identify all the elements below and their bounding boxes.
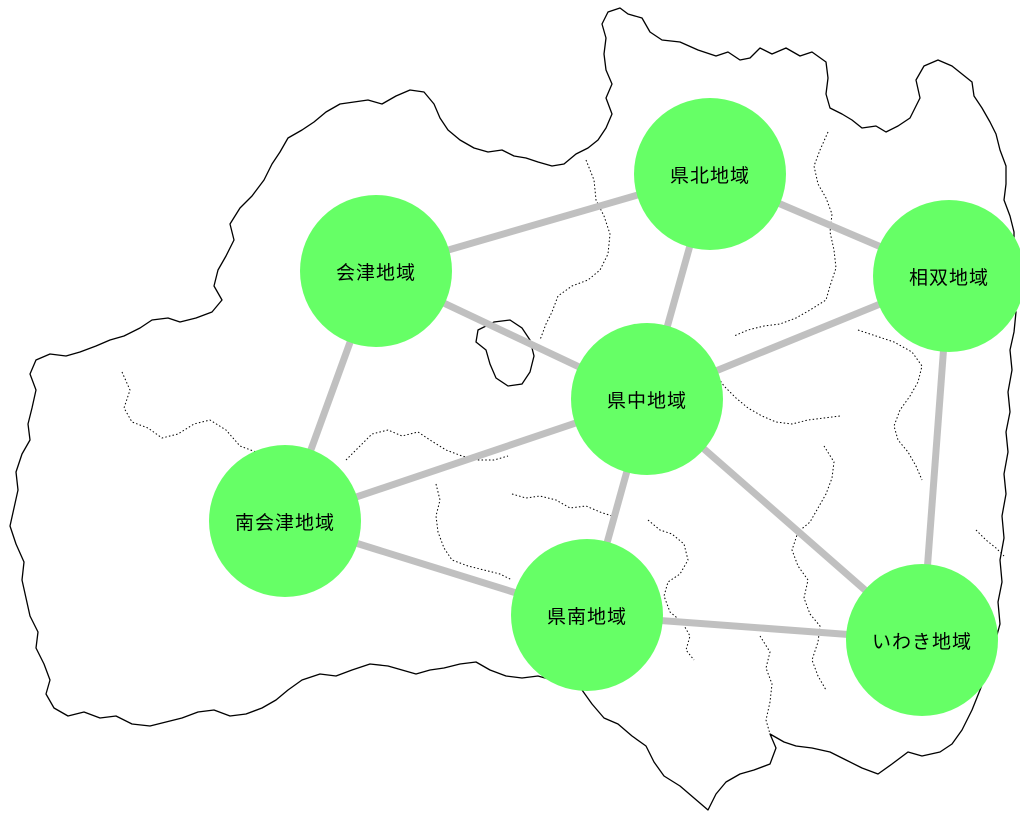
region-node-kenpoku[interactable]: 県北地域 (634, 98, 786, 250)
region-node-kennan[interactable]: 県南地域 (511, 539, 663, 691)
region-node-kenchu[interactable]: 県中地域 (571, 323, 723, 475)
region-node-aizu[interactable]: 会津地域 (300, 195, 452, 347)
region-circle[interactable] (634, 98, 786, 250)
region-circle[interactable] (511, 539, 663, 691)
region-circle[interactable] (209, 445, 361, 597)
municipal-borders (121, 131, 1005, 735)
region-label: 県北地域 (670, 165, 750, 187)
prefecture-outline (9, 7, 1017, 811)
region-label: 会津地域 (336, 262, 416, 284)
region-circle[interactable] (300, 195, 452, 347)
region-label: 県中地域 (607, 390, 687, 412)
lake-outline (475, 319, 535, 387)
region-label: 相双地域 (909, 267, 989, 289)
region-circle[interactable] (846, 564, 998, 716)
region-node-minamiaizu[interactable]: 南会津地域 (209, 445, 361, 597)
region-label: 南会津地域 (235, 512, 335, 534)
region-label: いわき地域 (872, 631, 972, 653)
region-circle[interactable] (571, 323, 723, 475)
region-node-soso[interactable]: 相双地域 (873, 200, 1020, 352)
region-label: 県南地域 (547, 606, 627, 628)
region-circle[interactable] (873, 200, 1020, 352)
region-node-iwaki[interactable]: いわき地域 (846, 564, 998, 716)
